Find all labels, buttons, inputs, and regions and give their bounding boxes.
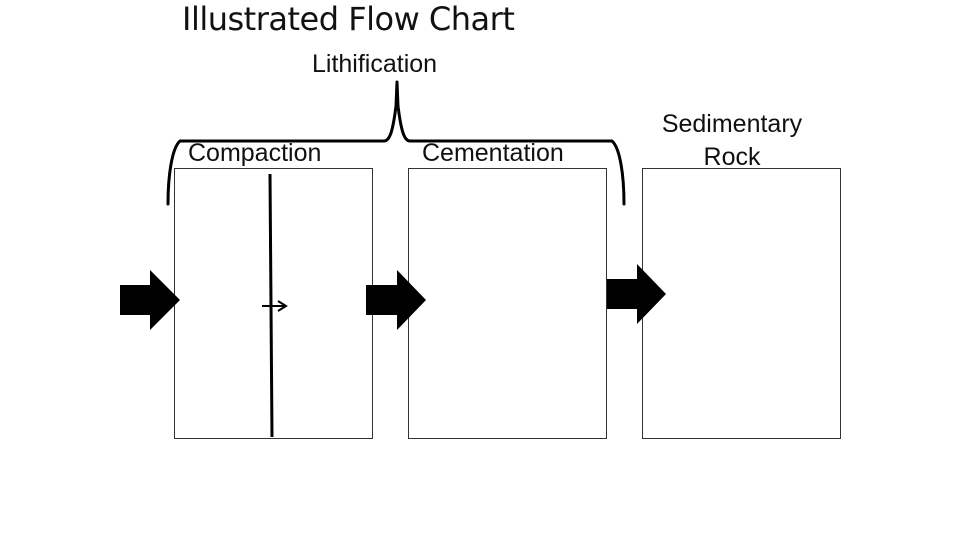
compaction-small-arrow-icon bbox=[262, 300, 288, 312]
compaction-label: Compaction bbox=[188, 139, 322, 167]
right-arrow-icon bbox=[607, 264, 666, 324]
lithification-label: Lithification bbox=[312, 50, 438, 78]
sedimentary-rock-label: Sedimentary Rock bbox=[642, 108, 822, 174]
page-title: Illustrated Flow Chart bbox=[182, 0, 515, 38]
cementation-box bbox=[408, 168, 607, 439]
right-arrow-icon bbox=[366, 270, 426, 330]
compaction-box bbox=[174, 168, 373, 439]
cementation-label: Cementation bbox=[422, 139, 564, 167]
sedimentary-rock-label-line1: Sedimentary bbox=[661, 110, 803, 138]
sedimentary-rock-label-line2: Rock bbox=[703, 143, 761, 171]
sedimentary-rock-box bbox=[642, 168, 841, 439]
right-arrow-icon bbox=[120, 270, 180, 330]
lithification-brace bbox=[166, 80, 626, 206]
